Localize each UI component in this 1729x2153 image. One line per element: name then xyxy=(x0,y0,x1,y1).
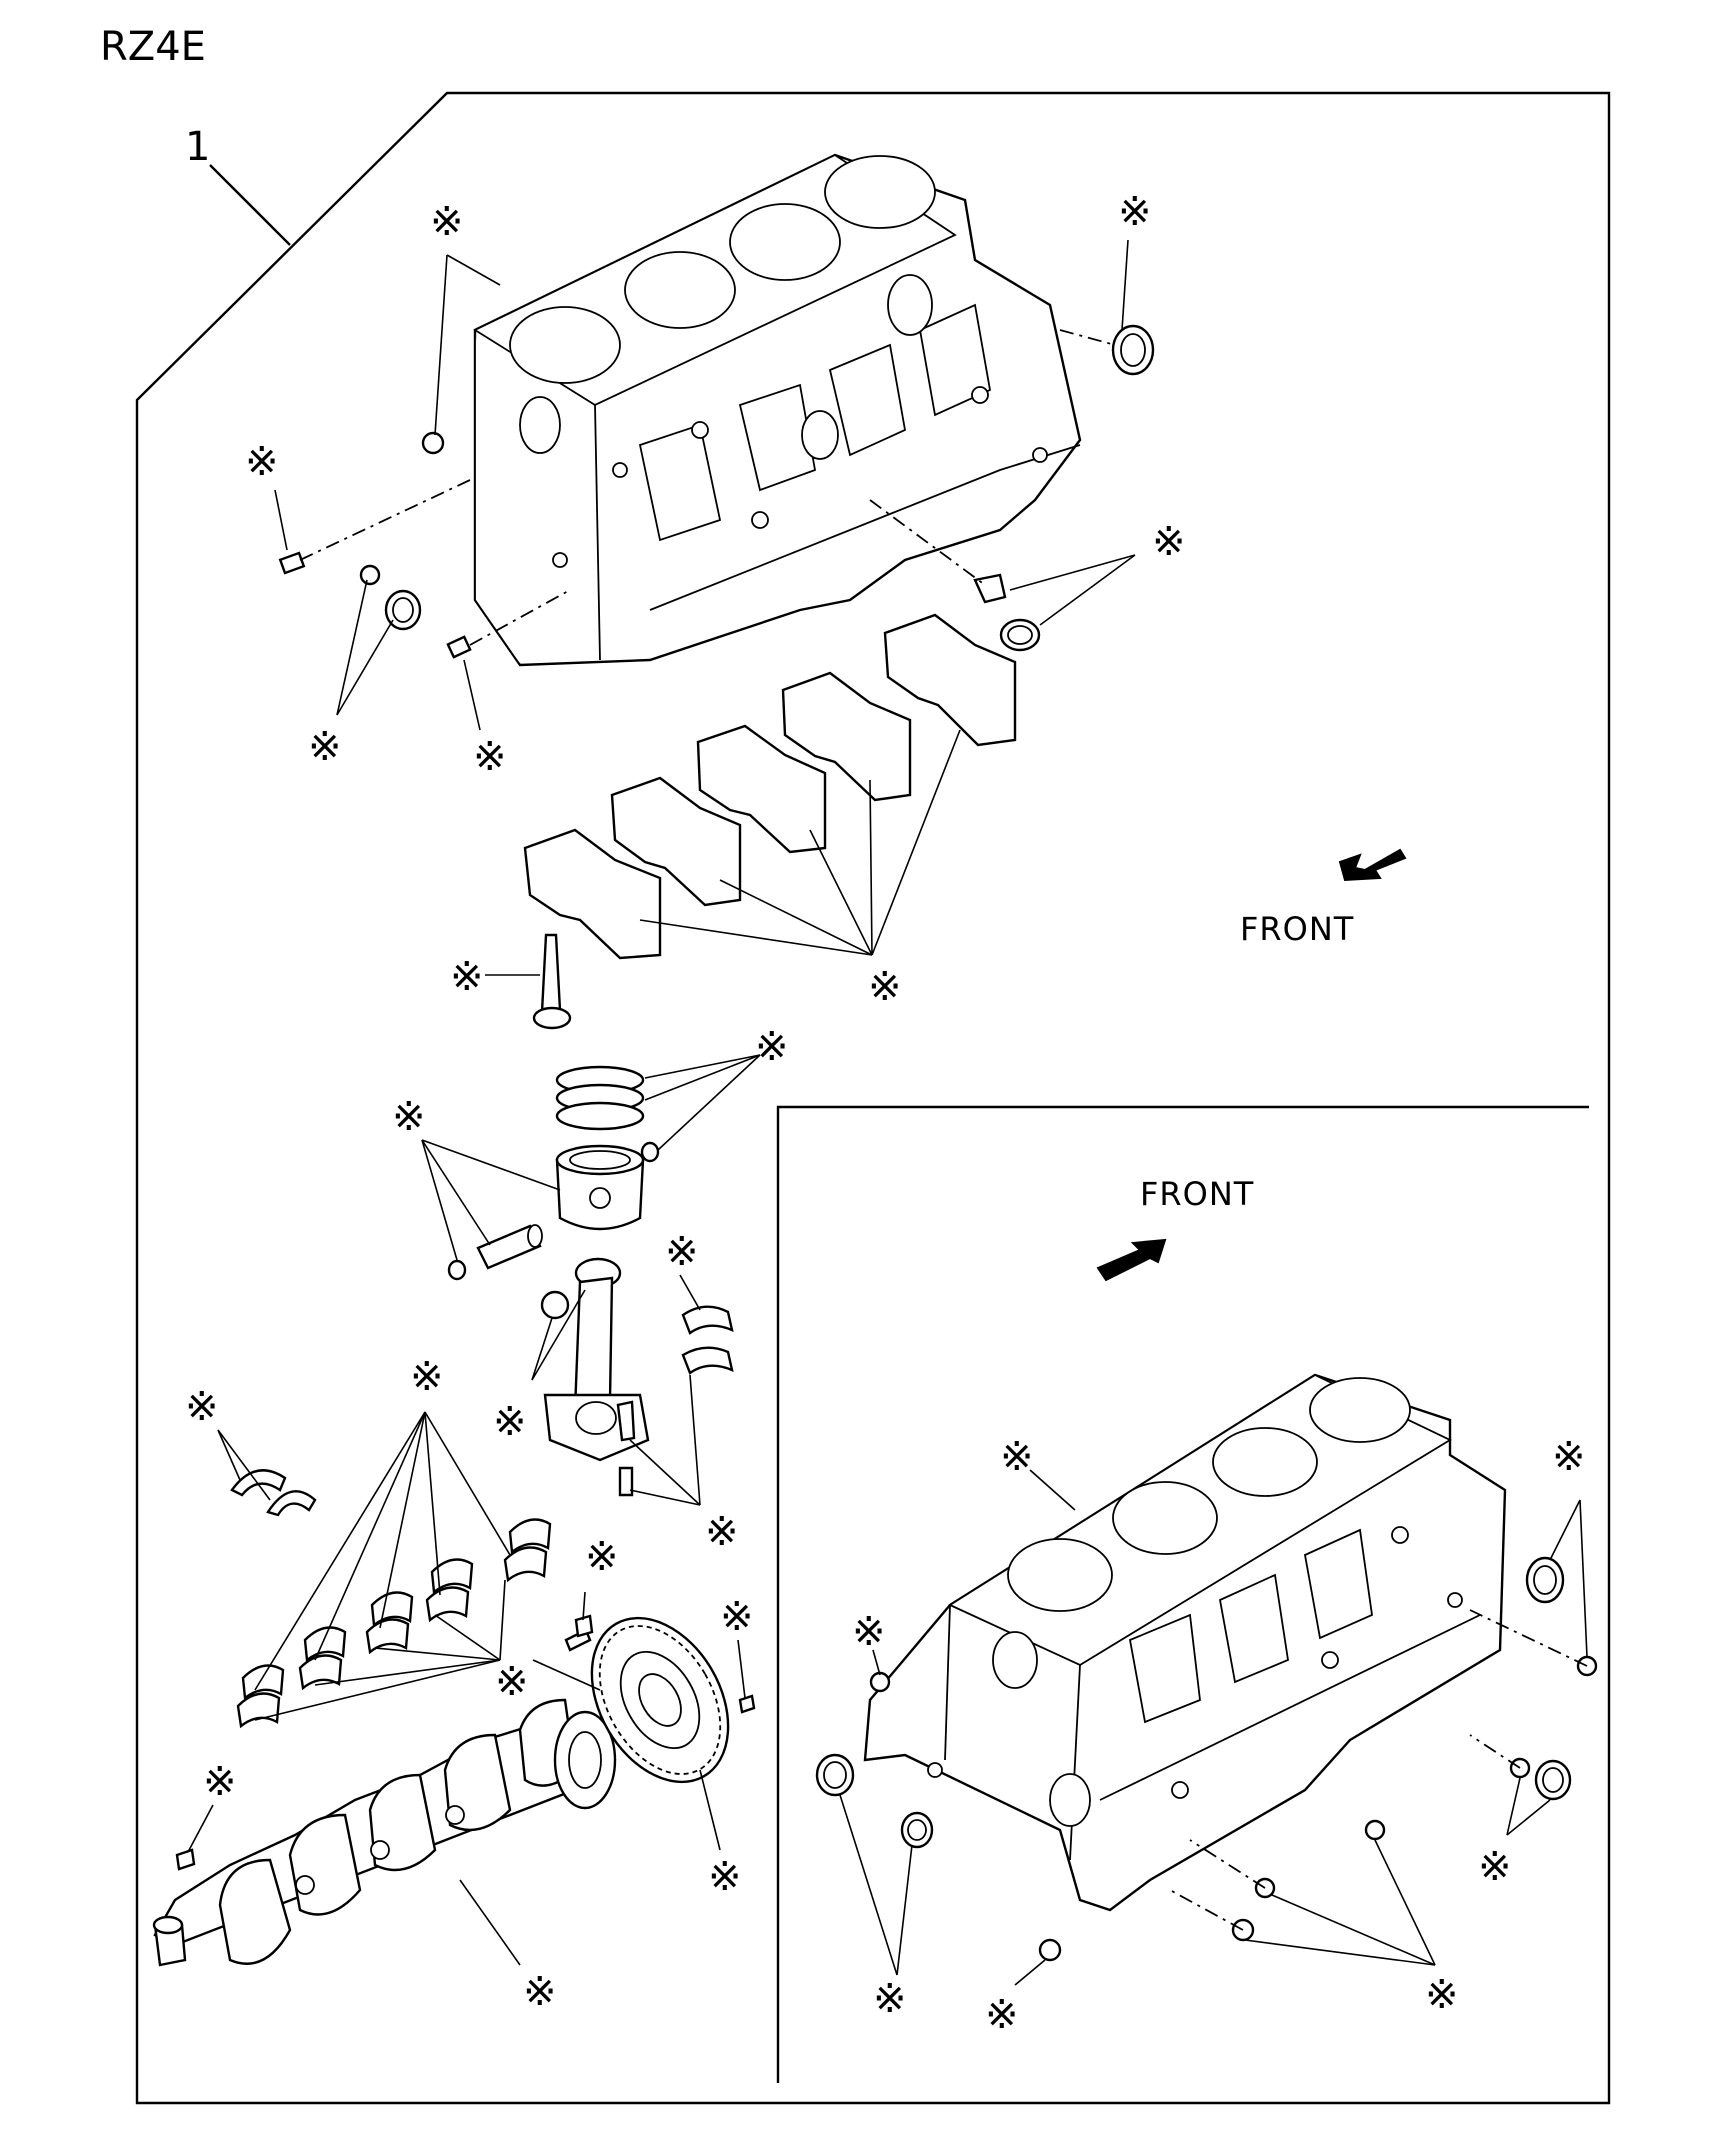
callout-marker: ※ xyxy=(1552,1434,1586,1480)
callout-marker: ※ xyxy=(585,1534,619,1580)
cylinder-block-inset xyxy=(863,1373,1507,1912)
callout-markers: ※ ※ ※ ※ ※ ※ ※ ※ ※ ※ ※ ※ ※ ※ ※ ※ ※ ※ ※ ※ … xyxy=(185,189,1586,2038)
connecting-rod xyxy=(540,1257,650,1497)
callout-marker: ※ xyxy=(708,1854,742,1900)
crankshaft-key xyxy=(175,1848,196,1871)
connecting-rod-bearings xyxy=(681,1305,734,1375)
callout-marker: ※ xyxy=(430,199,464,245)
main-bearing-bolt xyxy=(532,933,572,1030)
callout-marker: ※ xyxy=(852,1609,886,1655)
thrust-washers xyxy=(230,1469,317,1517)
crankshaft-gear xyxy=(590,1616,730,1784)
piston xyxy=(555,1144,645,1231)
main-bearing-shells xyxy=(236,1518,552,1729)
callout-marker: ※ xyxy=(493,1399,527,1445)
callout-marker: ※ xyxy=(473,734,507,780)
callout-marker: ※ xyxy=(1478,1844,1512,1890)
callout-marker: ※ xyxy=(985,1992,1019,2038)
callout-marker: ※ xyxy=(392,1094,426,1140)
callout-marker: ※ xyxy=(1118,189,1152,235)
callout-marker: ※ xyxy=(873,1976,907,2022)
crankshaft xyxy=(152,1698,617,1967)
callout-marker: ※ xyxy=(185,1384,219,1430)
callout-marker: ※ xyxy=(868,964,902,1010)
callout-marker: ※ xyxy=(245,439,279,485)
callout-marker: ※ xyxy=(203,1759,237,1805)
callout-marker: ※ xyxy=(410,1354,444,1400)
callout-marker: ※ xyxy=(705,1509,739,1555)
callout-marker: ※ xyxy=(308,724,342,770)
diagram-title: RZ4E xyxy=(100,24,206,70)
gear-pin xyxy=(738,1694,756,1714)
piston-pin xyxy=(476,1224,543,1270)
callout-marker: ※ xyxy=(1425,1972,1459,2018)
main-bearing-caps xyxy=(523,613,1017,960)
outer-frame xyxy=(135,91,1611,2105)
callout-marker: ※ xyxy=(665,1229,699,1275)
callout-marker: ※ xyxy=(1152,519,1186,565)
callout-marker: ※ xyxy=(720,1594,754,1640)
piston-pin-clip xyxy=(640,1141,660,1163)
inset-small-parts xyxy=(815,1556,1598,1962)
callout-marker: ※ xyxy=(495,1659,529,1705)
callout-marker: ※ xyxy=(755,1024,789,1070)
front-arrow-main-icon xyxy=(1338,848,1407,882)
front-label-inset: FRONT xyxy=(1140,1175,1254,1213)
callout-marker: ※ xyxy=(1000,1434,1034,1480)
leader-lines xyxy=(187,239,1588,1986)
gear-bolt xyxy=(564,1614,594,1652)
item-number-1: 1 xyxy=(185,124,210,170)
piston-rings xyxy=(555,1065,645,1131)
block-small-parts xyxy=(278,324,1155,659)
front-label-main: FRONT xyxy=(1240,910,1354,948)
piston-pin-clip-2 xyxy=(447,1259,467,1281)
callout-marker: ※ xyxy=(450,954,484,1000)
cylinder-block-main xyxy=(473,153,1082,667)
front-arrow-inset-icon xyxy=(1096,1238,1167,1282)
item-number-leader xyxy=(209,164,291,246)
inset-frame xyxy=(776,1105,1589,2083)
callout-marker: ※ xyxy=(523,1969,557,2015)
